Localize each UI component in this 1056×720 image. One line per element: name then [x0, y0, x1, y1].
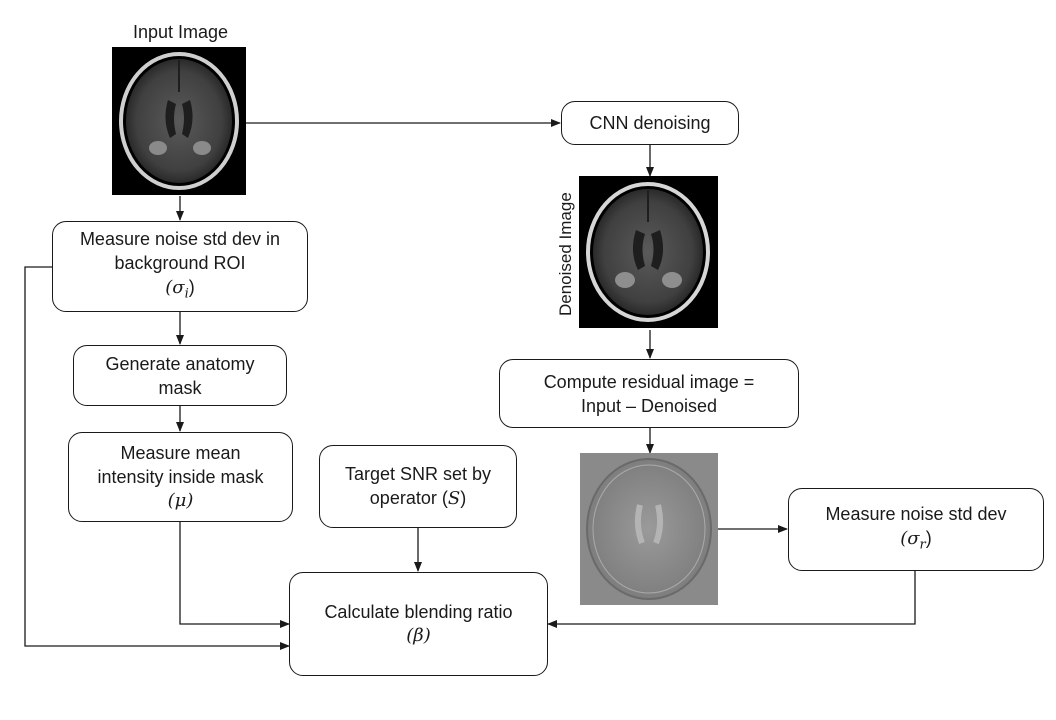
denoised-mri-image [579, 176, 718, 328]
compute-residual-box: Compute residual image = Input – Denoise… [499, 359, 799, 428]
measure-noise-residual-box: Measure noise std dev (σr) [788, 488, 1044, 571]
denoised-image-label: Denoised Image [556, 192, 575, 316]
mu-symbol: (μ) [167, 490, 194, 511]
arrow-sigmar-to-blend [547, 571, 916, 628]
input-image-label: Input Image [133, 22, 229, 42]
arrow-sigmai-to-blend [24, 266, 290, 650]
target-snr-box: Target SNR set by operator (S) [319, 445, 517, 528]
box-text: Generate anatomy [105, 353, 255, 374]
box-text: operator (S) [369, 488, 467, 509]
box-text: intensity inside mask [97, 467, 264, 487]
box-text: Compute residual image = [543, 371, 755, 392]
box-text: CNN denoising [589, 113, 711, 133]
box-text: mask [158, 377, 202, 398]
sigma-i-symbol: (σi) [165, 276, 195, 302]
calculate-blending-ratio-box: Calculate blending ratio (β) [289, 572, 548, 676]
generate-anatomy-mask-box: Generate anatomy mask [73, 345, 287, 406]
input-mri-image [112, 47, 246, 195]
box-text: Input – Denoised [580, 395, 718, 416]
box-text: Calculate blending ratio [324, 602, 513, 622]
residual-image [580, 453, 718, 605]
box-text: Target SNR set by [344, 464, 492, 484]
cnn-denoising-box: CNN denoising [561, 101, 739, 145]
box-text: Measure noise std dev [825, 503, 1007, 524]
box-text: background ROI [114, 252, 246, 273]
arrow-mean-to-blend [179, 522, 290, 628]
sigma-r-symbol: (σr) [900, 527, 932, 553]
beta-symbol: (β) [406, 625, 431, 646]
measure-mean-intensity-box: Measure mean intensity inside mask (μ) [68, 432, 293, 522]
box-text: Measure noise std dev in [79, 228, 281, 249]
box-text: Measure mean [120, 443, 241, 463]
measure-noise-background-box: Measure noise std dev in background ROI … [52, 221, 308, 312]
